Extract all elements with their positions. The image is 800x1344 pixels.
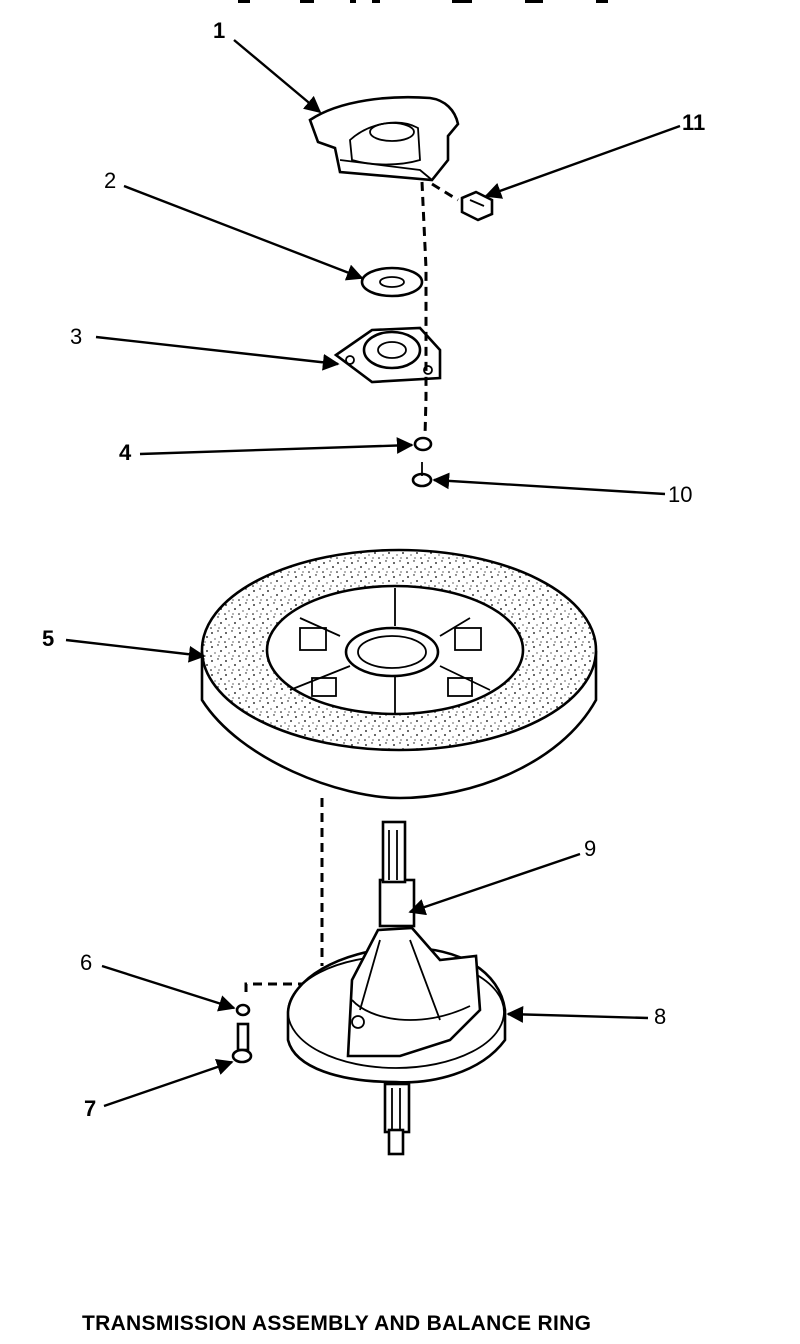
callout-3: 3 xyxy=(70,324,82,349)
callout-9: 9 xyxy=(584,836,596,861)
part-1-bracket xyxy=(308,95,460,182)
callout-2: 2 xyxy=(104,168,116,193)
diagram-caption: TRANSMISSION ASSEMBLY AND BALANCE RING xyxy=(82,1312,592,1335)
part-10-screw xyxy=(411,462,433,488)
part-7-bolt xyxy=(231,1022,253,1064)
part-5-balance-ring xyxy=(200,548,598,800)
explode-line-bottom xyxy=(244,798,324,998)
explode-line-top xyxy=(420,181,428,437)
explode-line-clip xyxy=(431,182,459,202)
callout-5: 5 xyxy=(42,626,54,651)
callout-6: 6 xyxy=(80,950,92,975)
part-6-nut xyxy=(235,1003,251,1017)
callout-10: 10 xyxy=(668,482,692,507)
callout-4: 4 xyxy=(119,440,132,465)
callout-labels: 1 11 2 3 4 10 5 9 6 8 7 xyxy=(42,18,705,1121)
part-3-bearing-plate xyxy=(333,326,442,384)
callout-11: 11 xyxy=(682,110,705,135)
part-8-transmission-base xyxy=(286,926,507,1084)
part-4-nut xyxy=(413,436,433,452)
leader-lines xyxy=(65,39,681,1108)
cropped-top-marks xyxy=(238,0,608,3)
callout-8: 8 xyxy=(654,1004,666,1029)
callout-1: 1 xyxy=(213,18,225,43)
callout-7: 7 xyxy=(84,1096,96,1121)
part-9-drive-shaft xyxy=(378,820,416,1156)
part-2-washer xyxy=(360,266,424,298)
part-11-clip xyxy=(460,190,494,222)
